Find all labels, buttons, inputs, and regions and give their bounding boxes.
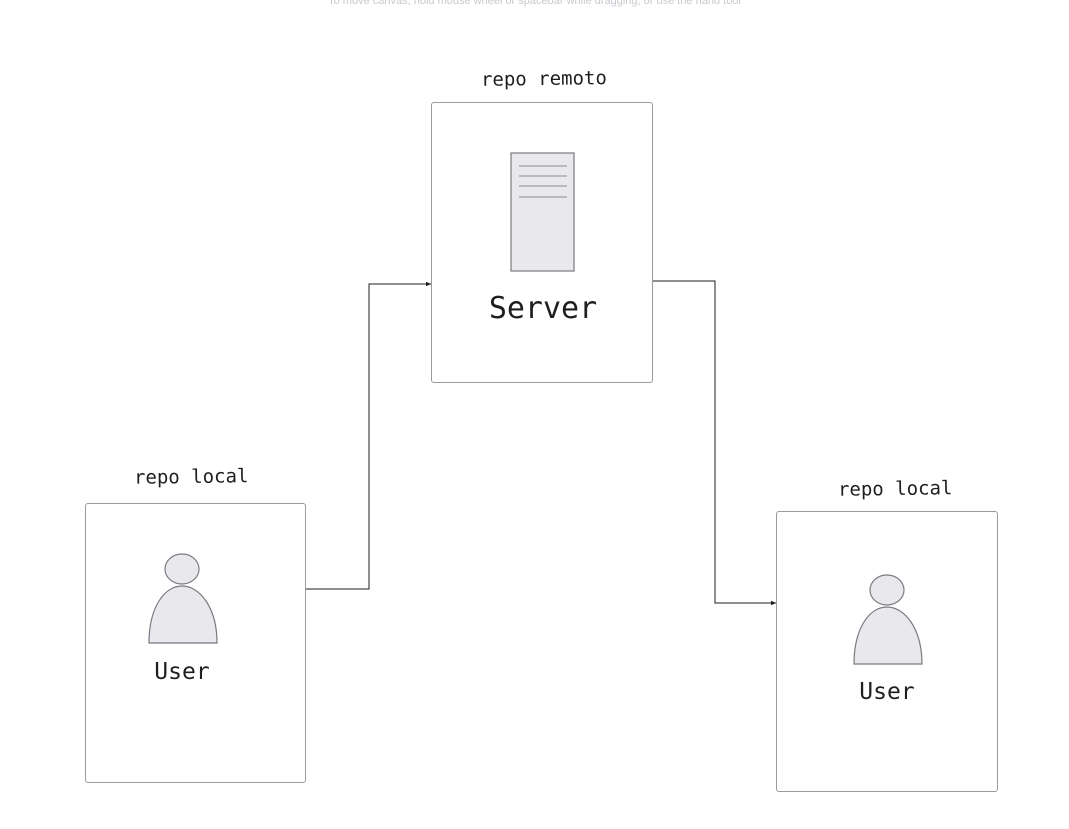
user-label-right: User xyxy=(859,679,915,705)
remote-repo-box[interactable]: Server xyxy=(431,102,653,383)
user-icon xyxy=(853,574,923,665)
local-right-box[interactable]: User xyxy=(776,511,998,792)
remote-repo-caption: repo remoto xyxy=(480,67,607,91)
user-icon xyxy=(148,553,218,644)
canvas-hint: To move canvas, hold mouse wheel or spac… xyxy=(328,0,741,7)
server-icon xyxy=(510,152,575,272)
edge-remote-to-local-right[interactable] xyxy=(653,280,776,606)
local-left-caption: repo local xyxy=(133,465,249,489)
server-label: Server xyxy=(488,291,598,326)
edge-local-left-to-remote[interactable] xyxy=(306,281,431,590)
user-label-left: User xyxy=(154,659,210,685)
local-left-box[interactable]: User xyxy=(85,503,306,783)
local-right-caption: repo local xyxy=(837,477,953,501)
